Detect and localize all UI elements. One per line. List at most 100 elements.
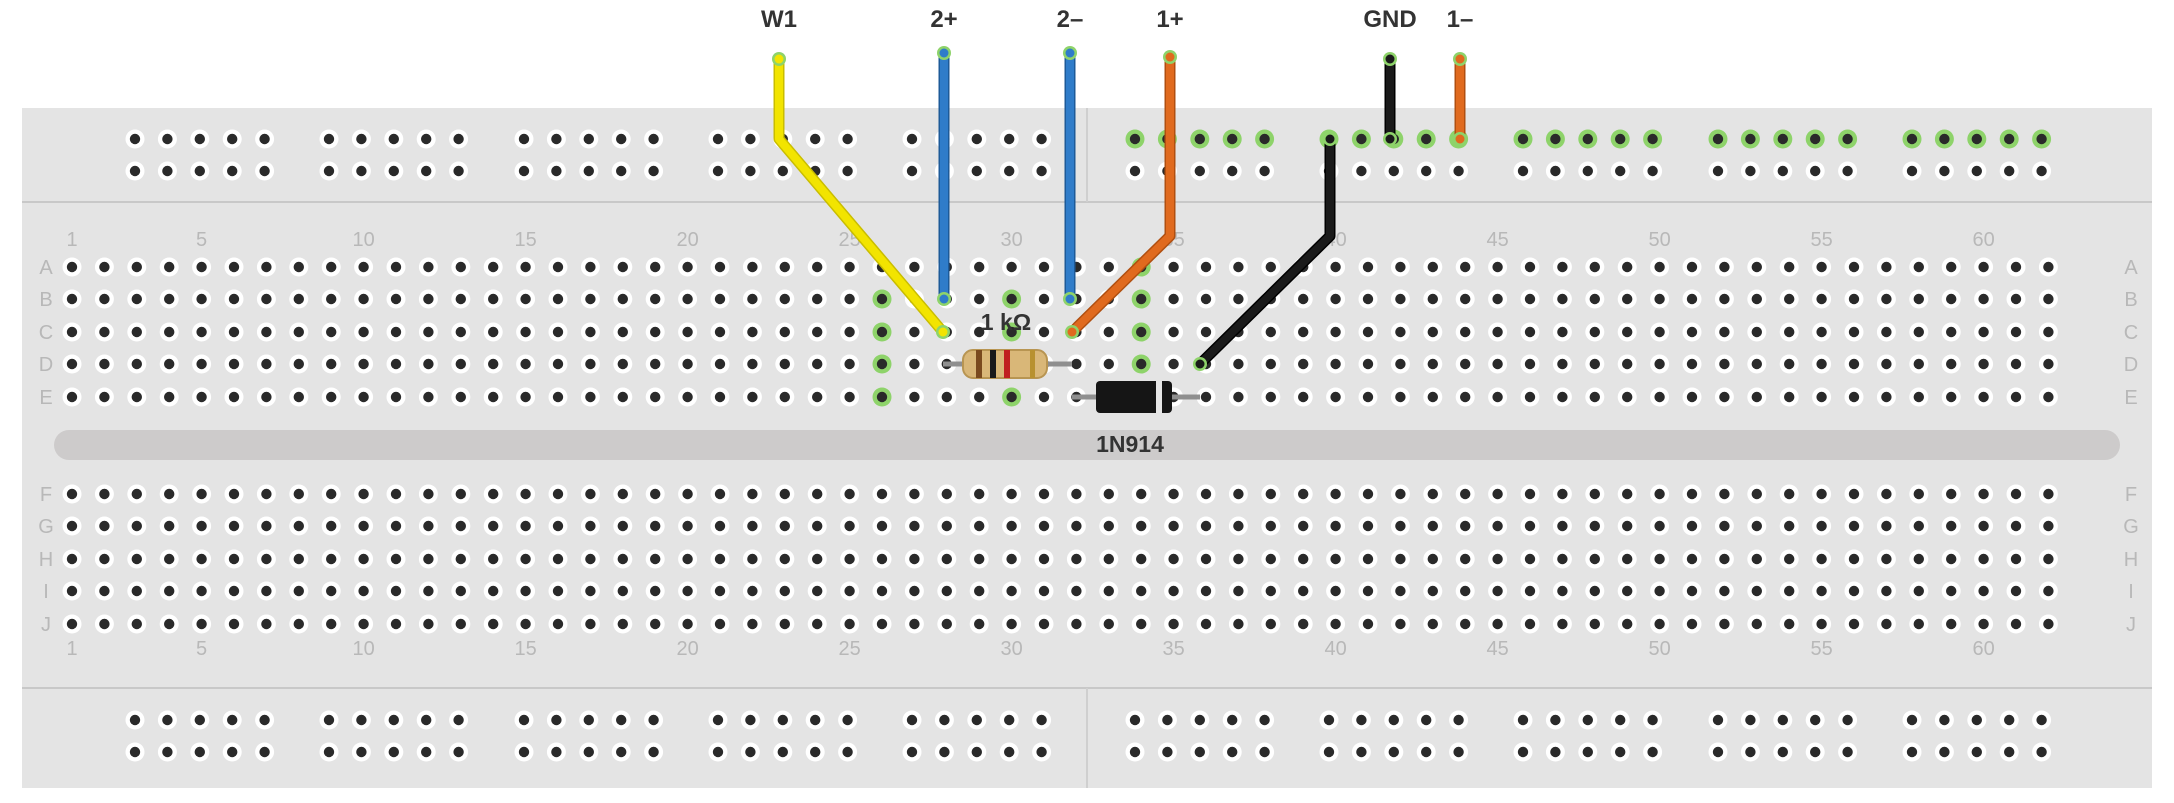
terminal-hole[interactable] xyxy=(1941,549,1961,569)
terminal-hole[interactable] xyxy=(289,614,309,634)
terminal-hole[interactable] xyxy=(904,549,924,569)
terminal-hole[interactable] xyxy=(127,581,147,601)
terminal-hole[interactable] xyxy=(1714,516,1734,536)
terminal-hole[interactable] xyxy=(418,322,438,342)
terminal-hole[interactable] xyxy=(872,289,892,309)
terminal-hole[interactable] xyxy=(62,484,82,504)
rail-hole[interactable] xyxy=(773,742,793,762)
rail-hole[interactable] xyxy=(644,129,664,149)
terminal-hole[interactable] xyxy=(1714,257,1734,277)
terminal-hole[interactable] xyxy=(1974,484,1994,504)
rail-hole[interactable] xyxy=(1416,129,1436,149)
terminal-hole[interactable] xyxy=(1034,484,1054,504)
rail-hole[interactable] xyxy=(1125,710,1145,730)
terminal-hole[interactable] xyxy=(1812,614,1832,634)
terminal-hole[interactable] xyxy=(1326,289,1346,309)
terminal-hole[interactable] xyxy=(1196,516,1216,536)
resistor[interactable] xyxy=(962,349,1048,379)
terminal-hole[interactable] xyxy=(1682,581,1702,601)
rail-hole[interactable] xyxy=(1032,710,1052,730)
terminal-hole[interactable] xyxy=(1844,484,1864,504)
terminal-hole[interactable] xyxy=(1520,614,1540,634)
terminal-hole[interactable] xyxy=(548,257,568,277)
rail-hole[interactable] xyxy=(1610,710,1630,730)
terminal-hole[interactable] xyxy=(710,257,730,277)
terminal-hole[interactable] xyxy=(1844,257,1864,277)
rail-hole[interactable] xyxy=(1190,161,1210,181)
terminal-hole[interactable] xyxy=(1520,484,1540,504)
terminal-hole[interactable] xyxy=(1358,581,1378,601)
terminal-hole[interactable] xyxy=(256,614,276,634)
rail-hole[interactable] xyxy=(416,161,436,181)
terminal-hole[interactable] xyxy=(256,322,276,342)
rail-hole[interactable] xyxy=(514,710,534,730)
terminal-hole[interactable] xyxy=(1585,322,1605,342)
terminal-hole[interactable] xyxy=(1682,322,1702,342)
terminal-hole[interactable] xyxy=(516,484,536,504)
terminal-hole[interactable] xyxy=(1066,614,1086,634)
terminal-hole[interactable] xyxy=(159,387,179,407)
terminal-hole[interactable] xyxy=(580,614,600,634)
rail-hole[interactable] xyxy=(1222,161,1242,181)
terminal-hole[interactable] xyxy=(1455,322,1475,342)
terminal-hole[interactable] xyxy=(645,549,665,569)
terminal-hole[interactable] xyxy=(1682,289,1702,309)
terminal-hole[interactable] xyxy=(1844,614,1864,634)
terminal-hole[interactable] xyxy=(1585,257,1605,277)
terminal-hole[interactable] xyxy=(1876,484,1896,504)
terminal-hole[interactable] xyxy=(1909,322,1929,342)
terminal-hole[interactable] xyxy=(94,322,114,342)
terminal-hole[interactable] xyxy=(289,257,309,277)
terminal-hole[interactable] xyxy=(580,289,600,309)
terminal-hole[interactable] xyxy=(321,354,341,374)
terminal-hole[interactable] xyxy=(1779,257,1799,277)
terminal-hole[interactable] xyxy=(613,516,633,536)
terminal-hole[interactable] xyxy=(483,289,503,309)
terminal-hole[interactable] xyxy=(1876,581,1896,601)
terminal-hole[interactable] xyxy=(516,257,536,277)
terminal-hole[interactable] xyxy=(451,354,471,374)
terminal-hole[interactable] xyxy=(321,322,341,342)
terminal-hole[interactable] xyxy=(1812,581,1832,601)
terminal-hole[interactable] xyxy=(1974,257,1994,277)
terminal-hole[interactable] xyxy=(2006,581,2026,601)
rail-hole[interactable] xyxy=(999,710,1019,730)
terminal-hole[interactable] xyxy=(1714,387,1734,407)
terminal-hole[interactable] xyxy=(1520,516,1540,536)
terminal-hole[interactable] xyxy=(159,484,179,504)
rail-hole[interactable] xyxy=(1708,742,1728,762)
terminal-hole[interactable] xyxy=(1390,614,1410,634)
terminal-hole[interactable] xyxy=(62,581,82,601)
terminal-hole[interactable] xyxy=(2006,322,2026,342)
terminal-hole[interactable] xyxy=(1488,289,1508,309)
rail-hole[interactable] xyxy=(1610,161,1630,181)
terminal-hole[interactable] xyxy=(872,549,892,569)
rail-hole[interactable] xyxy=(1416,742,1436,762)
terminal-hole[interactable] xyxy=(1617,549,1637,569)
terminal-hole[interactable] xyxy=(904,322,924,342)
terminal-hole[interactable] xyxy=(1002,322,1022,342)
terminal-hole[interactable] xyxy=(645,516,665,536)
terminal-hole[interactable] xyxy=(1941,257,1961,277)
rail-hole[interactable] xyxy=(255,742,275,762)
terminal-hole[interactable] xyxy=(386,257,406,277)
terminal-hole[interactable] xyxy=(1293,549,1313,569)
terminal-hole[interactable] xyxy=(548,549,568,569)
terminal-hole[interactable] xyxy=(1552,549,1572,569)
terminal-hole[interactable] xyxy=(1552,516,1572,536)
rail-hole[interactable] xyxy=(1222,742,1242,762)
rail-hole[interactable] xyxy=(449,710,469,730)
rail-hole[interactable] xyxy=(1838,161,1858,181)
terminal-hole[interactable] xyxy=(1909,614,1929,634)
terminal-hole[interactable] xyxy=(807,581,827,601)
terminal-hole[interactable] xyxy=(1358,354,1378,374)
rail-hole[interactable] xyxy=(1222,129,1242,149)
terminal-hole[interactable] xyxy=(321,614,341,634)
terminal-hole[interactable] xyxy=(904,257,924,277)
rail-hole[interactable] xyxy=(1190,710,1210,730)
terminal-hole[interactable] xyxy=(775,614,795,634)
terminal-hole[interactable] xyxy=(1747,387,1767,407)
terminal-hole[interactable] xyxy=(354,484,374,504)
terminal-hole[interactable] xyxy=(1196,614,1216,634)
rail-hole[interactable] xyxy=(1967,742,1987,762)
